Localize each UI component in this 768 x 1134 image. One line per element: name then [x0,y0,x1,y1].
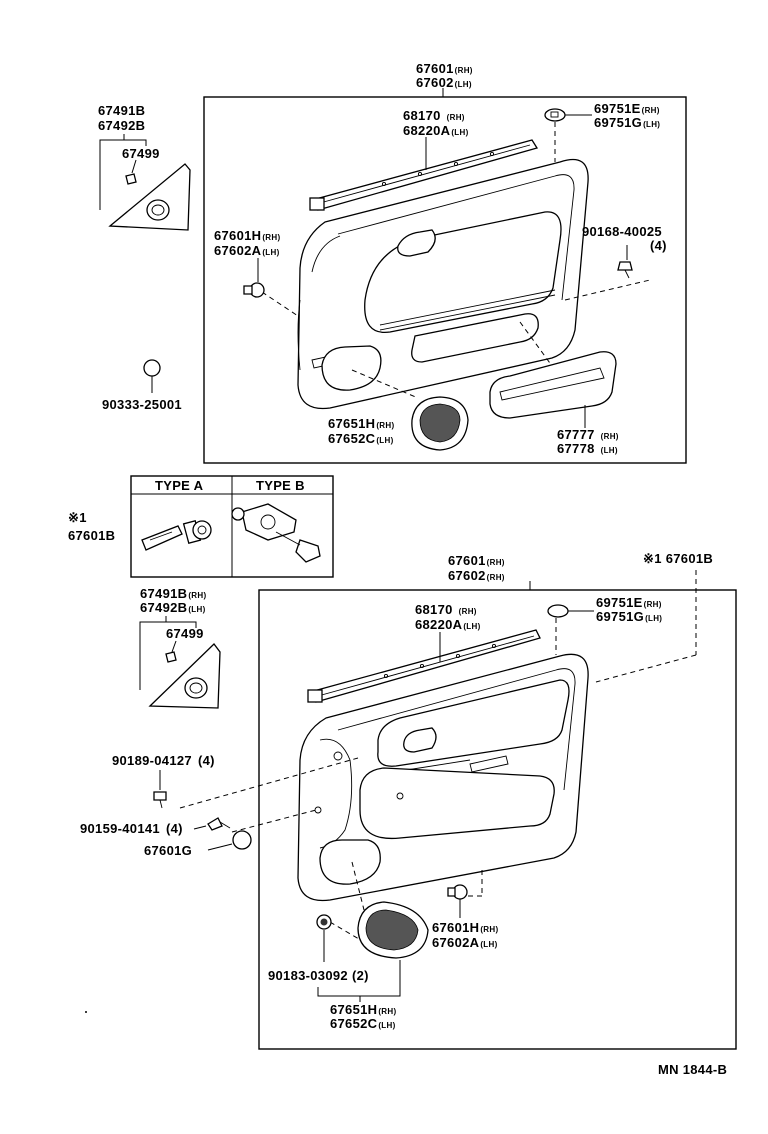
top-trim-bracket [99,134,147,210]
top-assembly-rh-label: 67601(RH) [416,61,473,76]
bottom-cover-rh-label: 69751E(RH) [596,595,662,610]
bottom-door-trim-panel [297,653,589,902]
top-pocket-dashline [519,321,556,371]
top-door-pocket [489,351,617,419]
top-grille-lh-label: 67652C(LH) [328,431,394,446]
top-trim-clip-label: 67499 [122,146,160,161]
top-cover-rh-label: 69751E(RH) [594,101,660,116]
bottom-screw-b-dashline [231,809,317,833]
bottom-trim-clip-label: 67499 [166,626,204,641]
bottom-grille-dashline-b [329,921,365,943]
bottom-trim-clip-leader [171,640,177,653]
top-trim-lh-label: 67492B [98,118,145,133]
top-screw-dashline [564,279,651,301]
top-door-trim-group: 67601(RH) 67602(LH) 68170(RH) 68220A(LH)… [203,61,687,464]
top-trim-clip-part [125,173,137,185]
bottom-panel-frame [258,589,737,1050]
bottom-ref-dashline-h [595,654,697,683]
bottom-cover-lh-label: 69751G(LH) [596,609,662,624]
top-cover-part [544,108,566,122]
bottom-cover-part [547,604,569,618]
bottom-screw-b-leader [193,825,207,830]
bottom-grille-lh-label: 67652C(LH) [330,1016,396,1031]
top-pocket-rh-label: 67777(RH) [557,427,619,442]
top-screw-part [617,261,633,279]
top-grille-rh-label: 67651H(RH) [328,416,394,431]
bottom-side-parts: 67491B(RH) 67492B(LH) 67499 90189-04127(… [80,586,252,858]
bottom-trim-lh-label: 67492B(LH) [140,600,206,615]
top-side-parts: 67491B 67492B 67499 90333-25001 [98,103,191,412]
top-clip-lh-label: 67602A(LH) [214,243,280,258]
top-hole-plug [143,359,161,377]
bottom-mirror-trim-cover [148,643,221,709]
top-weatherstrip-rh-label: 68170(RH) [403,108,465,123]
bottom-trim-rh-label: 67491B(RH) [140,586,206,601]
bottom-cap-leader [207,843,233,851]
bottom-speaker-grille [357,901,429,959]
top-screw-number-label: 90168-40025 [582,224,662,239]
top-pocket-lh-label: 67778(LH) [557,441,618,456]
bottom-screw-a-part [153,791,167,809]
top-weatherstrip [309,139,539,211]
bottom-clip-lh-label: 67602A(LH) [432,935,498,950]
type-ref-part: 67601B [68,528,115,543]
type-a-label: TYPE A [155,478,204,493]
bottom-assembly-lh-label: 67602(RH) [448,568,505,583]
bottom-clip-rh-label: 67601H(RH) [432,920,498,935]
bottom-grille-bracket [317,960,401,997]
bottom-weatherstrip-rh-label: 68170(RH) [415,602,477,617]
top-mirror-trim-cover [108,163,191,231]
top-clip-dashline [261,291,299,317]
bottom-clip-part [447,884,468,900]
top-grille-dashline [351,369,419,399]
top-assembly-lh-label: 67602(LH) [416,75,472,90]
top-plug-label: 90333-25001 [102,397,182,412]
bottom-cap-label: 67601G [144,843,192,858]
bottom-plug-label: 90183-03092(2) [268,968,369,983]
scan-speck [85,1011,87,1013]
type-b-label: TYPE B [256,478,305,493]
type-b-clip [231,503,321,563]
bottom-grille-rh-label: 67651H(RH) [330,1002,396,1017]
bottom-screw-a-label: 90189-04127(4) [112,753,215,768]
bottom-weatherstrip [307,629,541,703]
top-clip-part [243,282,265,298]
bottom-assembly-rh-label: 67601(RH) [448,553,505,568]
type-ref-mark: ※1 [68,510,87,525]
top-speaker-grille [411,396,469,451]
top-clip-rh-label: 67601H(RH) [214,228,280,243]
bottom-weatherstrip-lh-label: 68220A(LH) [415,617,481,632]
top-door-trim-panel [297,158,589,410]
bottom-screw-b-part [207,817,231,831]
type-a-clip [141,519,212,551]
top-trim-rh-label: 67491B [98,103,145,118]
top-trim-clip-leader [131,159,137,174]
drawing-code: MN 1844-B [658,1062,727,1077]
bottom-hole-plug [316,914,332,930]
bottom-cap-part [232,830,252,850]
bottom-screw-a-dashline [179,757,359,809]
top-screw-qty-label: (4) [650,238,667,253]
top-weatherstrip-lh-label: 68220A(LH) [403,123,469,138]
top-panel-frame [203,96,687,464]
top-cover-lh-label: 69751G(LH) [594,115,660,130]
bottom-trim-bracket [139,616,197,690]
bottom-screw-b-label: 90159-40141(4) [80,821,183,836]
bottom-trim-clip-part [165,651,177,663]
clip-type-box: TYPE A TYPE B ※1 67601B [68,475,334,578]
